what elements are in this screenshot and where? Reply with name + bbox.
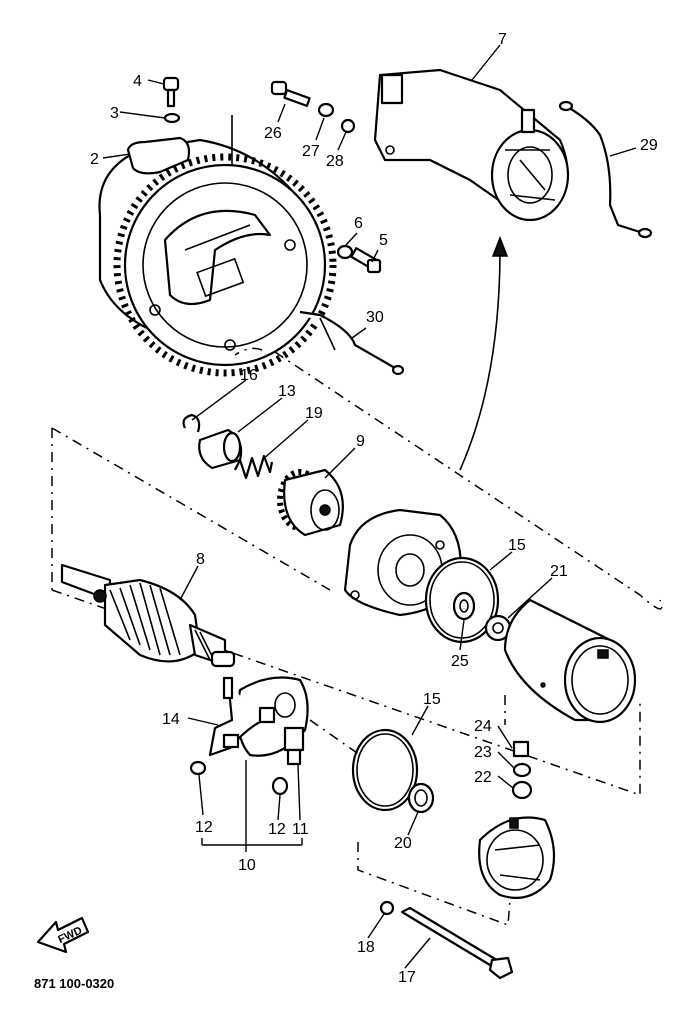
callout-13: 13	[278, 383, 296, 400]
pinion-gear-9	[277, 468, 344, 537]
callout-26: 26	[264, 125, 282, 142]
nut-24	[512, 740, 530, 758]
starter-clutch-gear	[98, 115, 337, 377]
collar-13	[198, 428, 243, 470]
callout-18: 18	[357, 939, 375, 956]
callout-7: 7	[498, 31, 507, 48]
starter-motor-7	[373, 68, 570, 222]
callout-labels: 4 3 2 6 5 7 26 27 28 29 30 16 13 19 9 8 …	[90, 31, 658, 986]
callout-16: 16	[240, 367, 258, 384]
fwd-arrow-icon: FWD	[36, 916, 90, 954]
callout-20: 20	[394, 835, 412, 852]
spring-12-left	[189, 760, 207, 776]
washer-27	[317, 102, 335, 118]
callout-21: 21	[550, 563, 568, 580]
callout-9: 9	[356, 433, 365, 450]
callout-10: 10	[238, 857, 256, 874]
callout-15-lower: 15	[423, 691, 441, 708]
washer-28	[340, 118, 356, 134]
washer-23	[512, 762, 532, 778]
callout-4: 4	[133, 73, 142, 90]
spring-19	[234, 454, 274, 480]
callout-15-upper: 15	[508, 537, 526, 554]
callout-6: 6	[354, 215, 363, 232]
washer-20	[407, 782, 435, 814]
o-ring-15-lower	[351, 728, 419, 812]
callout-11: 11	[292, 821, 309, 838]
callout-24: 24	[474, 718, 492, 735]
callout-19: 19	[305, 405, 323, 422]
lead-wire-29	[565, 105, 641, 234]
bolt-26	[270, 80, 311, 107]
oil-seal-25	[452, 591, 476, 621]
bolt-5	[350, 247, 382, 274]
drawing-code: 871 100-0320	[34, 976, 114, 991]
callout-28: 28	[326, 153, 344, 170]
washer-6	[336, 244, 354, 260]
callout-3: 3	[110, 105, 119, 122]
washer-3	[163, 112, 181, 124]
callout-27: 27	[302, 143, 320, 160]
callout-12-right: 12	[268, 821, 286, 838]
armature-8	[60, 563, 236, 668]
bushing-22	[511, 780, 533, 800]
plate-2	[126, 136, 191, 175]
callout-8: 8	[196, 551, 205, 568]
spring-12-right	[271, 776, 289, 796]
rear-cover	[478, 816, 556, 899]
callout-25: 25	[451, 653, 469, 670]
callout-5: 5	[379, 232, 388, 249]
callout-30: 30	[366, 309, 384, 326]
callout-12-left: 12	[195, 819, 213, 836]
callout-29: 29	[640, 137, 658, 154]
washer-18	[379, 900, 395, 916]
callout-17: 17	[398, 969, 416, 986]
yoke-housing	[503, 598, 637, 724]
callout-14: 14	[162, 711, 180, 728]
through-bolt-17	[400, 906, 514, 980]
circlip-16	[182, 413, 201, 433]
bolt-4	[162, 76, 180, 108]
brush-holder-plate	[236, 676, 309, 766]
callout-23: 23	[474, 744, 492, 761]
callout-22: 22	[474, 769, 492, 786]
assembly-arrow	[459, 249, 501, 471]
callout-2: 2	[90, 151, 99, 168]
leader-lines	[102, 44, 637, 969]
